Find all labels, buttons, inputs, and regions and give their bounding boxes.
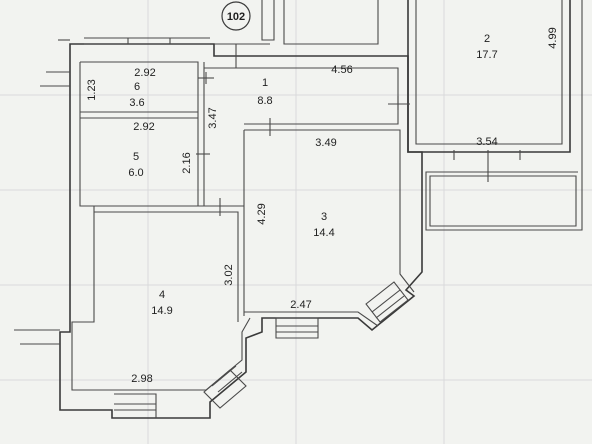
- room-4-area: 14.9: [151, 305, 172, 317]
- room-6-number: 6: [134, 81, 140, 93]
- room-1-number: 1: [262, 77, 268, 89]
- apartment-number-badge: 102: [221, 1, 251, 31]
- room-3-area: 14.4: [313, 227, 334, 239]
- dim-room6-width: 2.92: [134, 67, 155, 79]
- room-5-area: 6.0: [128, 167, 143, 179]
- room-5-number: 5: [133, 151, 139, 163]
- dim-room5-width: 2.92: [133, 121, 154, 133]
- dim-room4-height: 3.02: [223, 264, 235, 285]
- dim-room3-height: 4.29: [256, 203, 268, 224]
- dim-room3-bottom: 2.47: [290, 299, 311, 311]
- dim-room6-height: 1.23: [86, 79, 98, 100]
- walls: [14, 0, 583, 419]
- room-4-number: 4: [159, 289, 165, 301]
- dim-room4-bottom: 2.98: [131, 373, 152, 385]
- dim-room3-width: 3.49: [315, 137, 336, 149]
- dim-room1-height: 3.47: [207, 107, 219, 128]
- door-ticks: [196, 44, 521, 216]
- apartment-number: 102: [227, 11, 245, 23]
- dim-room2-height: 4.99: [547, 27, 559, 48]
- dim-room1-width: 4.56: [331, 64, 352, 76]
- dimension-labels: 2.92 1.23 2.92 2.16 4.56 3.47 3.49 4.29 …: [86, 27, 559, 385]
- dim-room5-height: 2.16: [181, 152, 193, 173]
- room-1-area: 8.8: [257, 95, 272, 107]
- room-6-area: 3.6: [129, 97, 144, 109]
- room-labels: 1 8.8 2 17.7 3 14.4 4 14.9 5 6.0 6 3.6: [128, 33, 497, 317]
- room-2-number: 2: [484, 33, 490, 45]
- room-2-area: 17.7: [476, 49, 497, 61]
- window-frames: [114, 281, 409, 418]
- room-3-number: 3: [321, 211, 327, 223]
- dim-room2-bottom: 3.54: [476, 136, 497, 148]
